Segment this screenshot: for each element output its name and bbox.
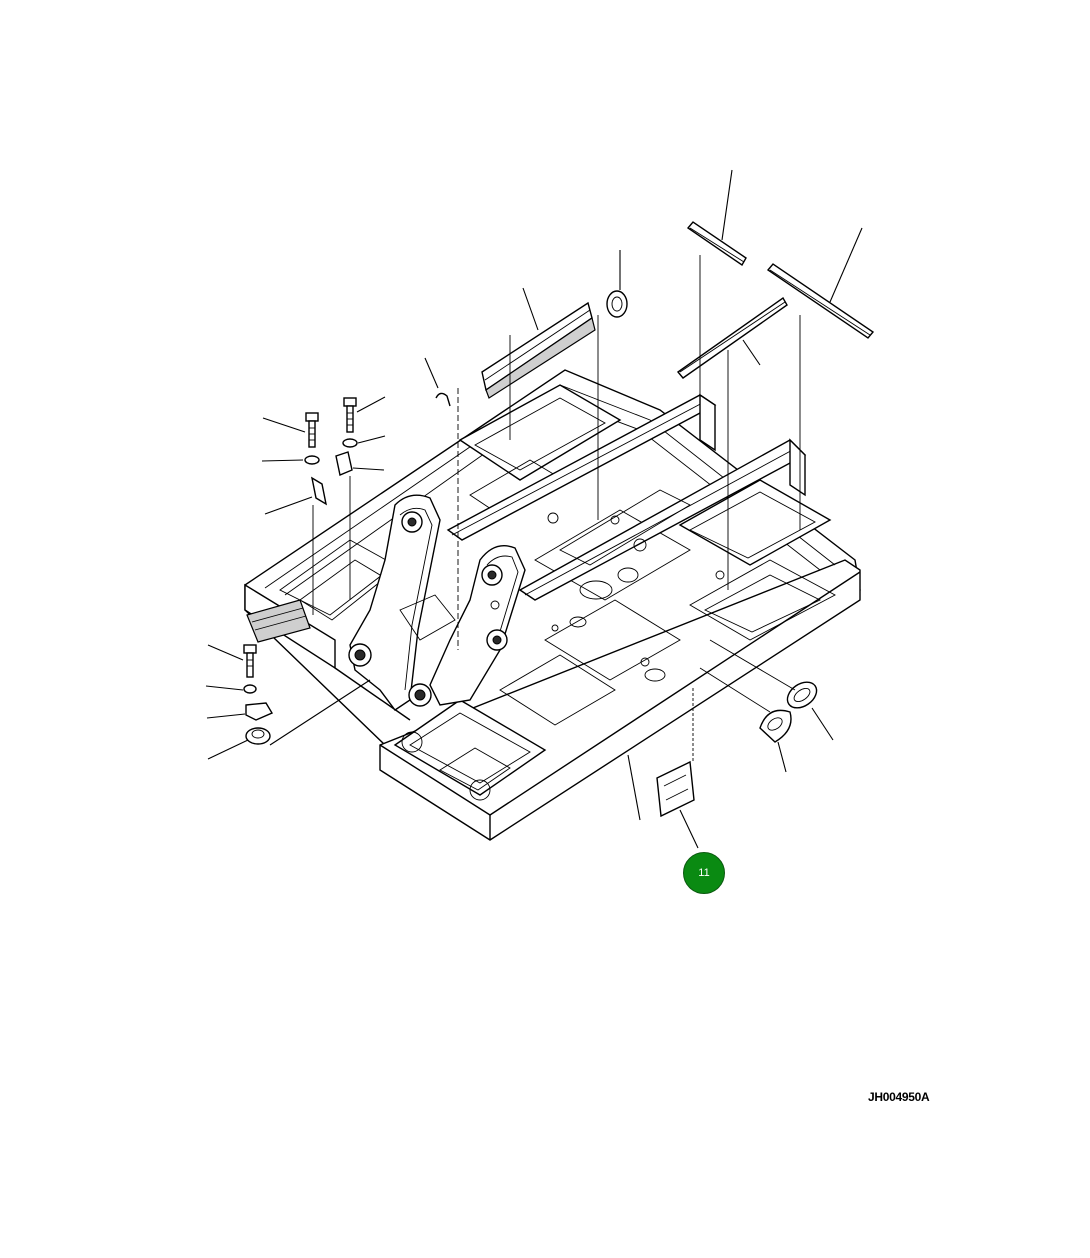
boom-brackets (348, 494, 526, 711)
grommet-part (606, 250, 628, 318)
main-frame (244, 369, 861, 841)
rubber-strip-parts (676, 169, 875, 379)
clip-part (424, 357, 451, 407)
cover-plate-part (481, 287, 596, 399)
label-plate-part (656, 688, 699, 849)
frame-beams (446, 393, 807, 601)
drawing-id-label: JH004950A (868, 1090, 930, 1104)
misc-leaders (457, 255, 801, 821)
grommet-parts-right (699, 639, 834, 773)
hardware-lower-left (205, 644, 371, 760)
hardware-upper-left (261, 396, 386, 615)
frame-holes (490, 512, 725, 682)
callout-11[interactable]: 11 (683, 852, 725, 894)
